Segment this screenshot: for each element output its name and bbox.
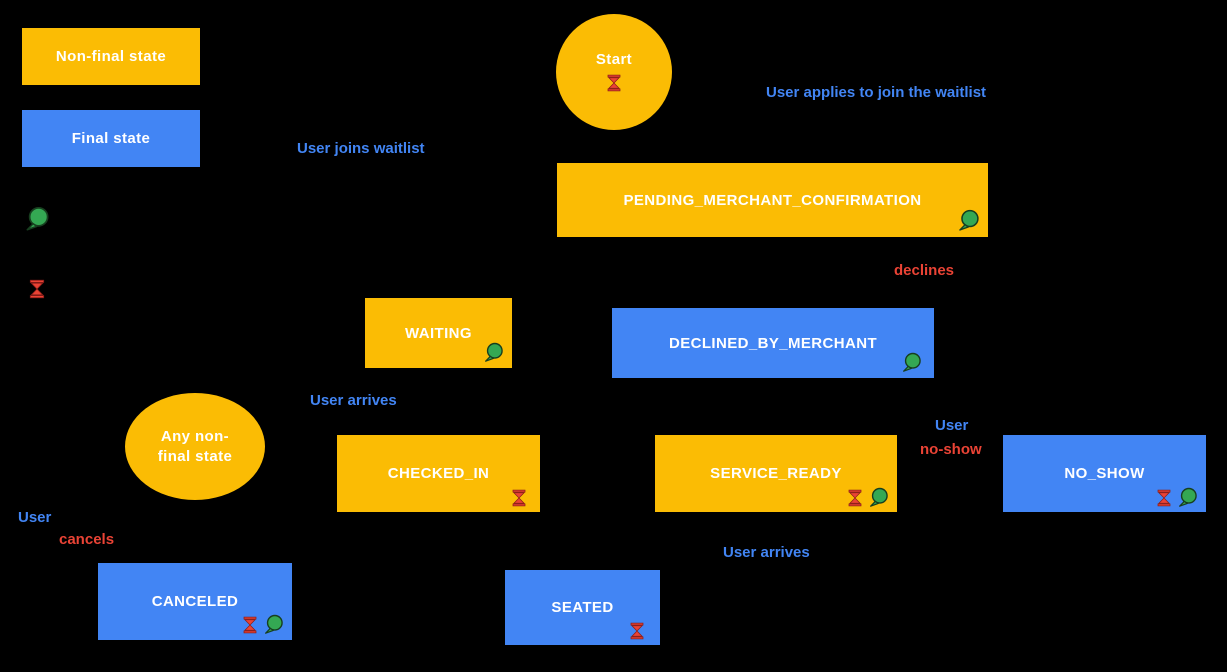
node-canceled-label: CANCELED [151,593,239,610]
node-no-show-icons [1155,487,1198,508]
node-waiting-label: WAITING [405,324,472,342]
hourglass-icon [628,621,646,641]
chat-bubble-icon [24,206,50,232]
edge-label-noshow: no-show [920,441,982,458]
node-pending-merchant-confirmation: PENDING_MERCHANT_CONFIRMATION [557,163,988,237]
node-start: Start [556,14,672,130]
node-no-show-label: NO_SHOW [1064,465,1145,482]
chat-bubble-icon [868,487,889,508]
edge-label-user-joins: User joins waitlist [297,140,425,157]
edge-label-declines: declines [894,262,955,279]
node-seated: SEATED [505,570,660,645]
node-start-label: Start [595,51,633,68]
hourglass-icon [846,488,864,508]
node-declined-label: DECLINED_BY_MERCHANT [668,334,878,352]
legend-final-state: Final state [22,110,200,167]
edge-label-user-applies: User applies to join the waitlist [766,84,987,101]
node-checked-in-icons [510,488,528,508]
node-pending-icons [957,209,980,232]
node-checked-in-label: CHECKED_IN [387,465,490,482]
node-seated-label: SEATED [551,599,614,616]
node-waiting-icons [483,342,504,363]
node-any-non-final-label: Any non-final state [157,428,233,465]
legend-non-final-state: Non-final state [22,28,200,85]
node-seated-icons [628,621,646,641]
node-waiting: WAITING [365,298,512,368]
edge-label-user-arrives-checkin: User arrives [310,392,397,409]
node-service-ready-label: SERVICE_READY [710,465,842,482]
edge-label-user-arrives-seated: User arrives [723,544,810,561]
node-checked-in: CHECKED_IN [337,435,540,512]
hourglass-icon [27,278,47,300]
node-declined-by-merchant: DECLINED_BY_MERCHANT [612,308,934,378]
node-canceled: CANCELED [98,563,292,640]
node-service-ready: SERVICE_READY [655,435,897,512]
chat-bubble-icon [483,342,504,363]
chat-bubble-icon [957,209,980,232]
edge-label-cancel-user: User [18,509,52,526]
node-declined-icons [901,352,922,373]
node-pending-label: PENDING_MERCHANT_CONFIRMATION [623,191,922,209]
chat-bubble-icon [1177,487,1198,508]
node-any-non-final-state: Any non-final state [125,393,265,500]
node-canceled-icons [241,614,284,635]
edge-label-cancels: cancels [59,531,115,548]
legend-non-final-label: Non-final state [55,48,167,65]
hourglass-icon [605,73,623,93]
hourglass-icon [510,488,528,508]
edge-label-noshow-user: User [935,417,969,434]
legend-final-label: Final state [71,130,151,147]
chat-bubble-icon [901,352,922,373]
hourglass-icon [1155,488,1173,508]
hourglass-icon [241,615,259,635]
node-no-show: NO_SHOW [1003,435,1206,512]
chat-bubble-icon [263,614,284,635]
node-service-ready-icons [846,487,889,508]
